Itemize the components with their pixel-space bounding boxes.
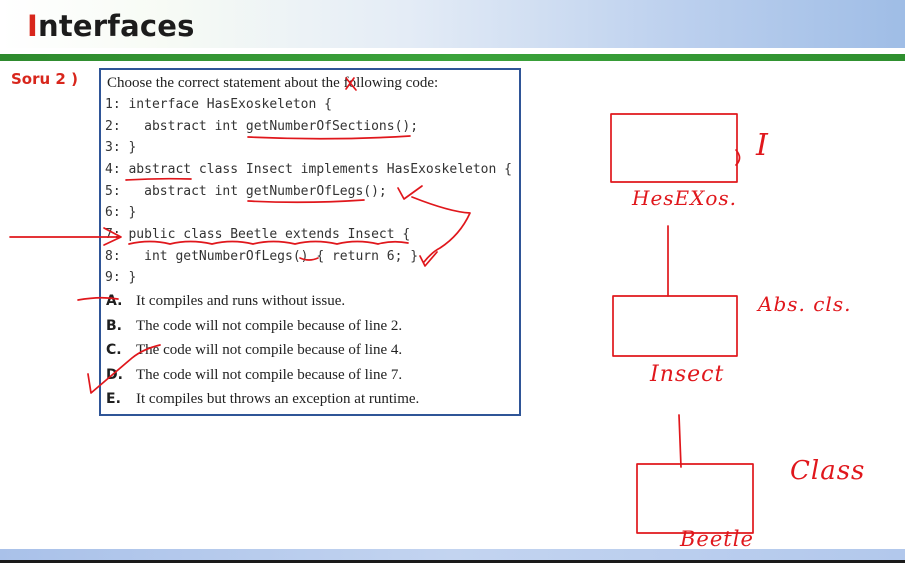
diagram-box-abstract-class [612, 295, 738, 357]
page-title-rest: nterfaces [38, 9, 195, 43]
question-number: Soru 2 ) [11, 70, 78, 88]
interface-name-label: HesEXos. [632, 186, 738, 210]
option-letter: D. [106, 367, 123, 383]
code-line: 4: abstract class Insect implements HasE… [105, 162, 512, 177]
abstract-class-note: Abs. cls. [758, 292, 852, 316]
header-accent [0, 0, 20, 48]
option-text: The code will not compile because of lin… [136, 318, 403, 334]
option-text: The code will not compile because of lin… [136, 367, 403, 383]
answer-option-a[interactable]: A. It compiles and runs without issue. [106, 290, 345, 312]
code-line: 5: abstract int getNumberOfLegs(); [105, 184, 387, 199]
page-title: Interfaces [27, 6, 195, 46]
code-line: 2: abstract int getNumberOfSections(); [105, 119, 419, 134]
option-letter: C. [106, 342, 122, 358]
footer-line [0, 560, 905, 563]
page-title-initial: I [27, 9, 38, 43]
header-divider-white [0, 48, 905, 54]
diagram-box-class [636, 463, 754, 534]
option-letter: A. [106, 293, 123, 309]
question-box: Choose the correct statement about the f… [99, 68, 521, 416]
class-note: Class [790, 456, 866, 486]
code-line: 6: } [105, 205, 137, 220]
answer-option-e[interactable]: E. It compiles but throws an exception at… [106, 388, 419, 410]
answer-option-c[interactable]: C. The code will not compile because of l… [106, 339, 402, 361]
diagram-connector [678, 414, 682, 468]
code-line: 9: } [105, 270, 137, 285]
insect-label: Insect [650, 362, 725, 387]
code-line: 8: int getNumberOfLegs() { return 6; } [105, 249, 419, 264]
diagram-box-interface [610, 113, 738, 183]
header-divider-green [0, 54, 905, 61]
footer-band [0, 549, 905, 563]
question-prompt: Choose the correct statement about the f… [107, 75, 439, 91]
header-band: Interfaces [0, 0, 905, 48]
answer-option-b[interactable]: B. The code will not compile because of l… [106, 315, 402, 337]
option-text: The code will not compile because of lin… [136, 342, 403, 358]
option-text: It compiles but throws an exception at r… [136, 391, 420, 407]
code-line: 3: } [105, 140, 137, 155]
answer-option-d[interactable]: D. The code will not compile because of l… [106, 364, 402, 386]
diagram-box-corner [735, 149, 741, 166]
option-letter: E. [106, 391, 121, 407]
option-text: It compiles and runs without issue. [136, 293, 346, 309]
code-line: 1: interface HasExoskeleton { [105, 97, 332, 112]
option-letter: B. [106, 318, 122, 334]
interface-marker-label: I [756, 128, 769, 163]
code-line: 7: public class Beetle extends Insect { [105, 227, 411, 242]
beetle-label: Beetle [680, 527, 754, 551]
